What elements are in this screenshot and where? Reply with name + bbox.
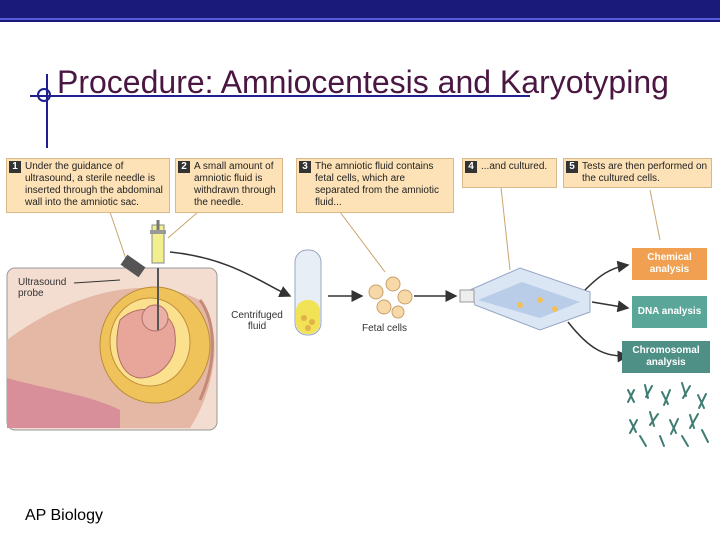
- culture-flask-icon: [459, 267, 591, 331]
- pregnant-abdomen-illustration: [6, 254, 218, 431]
- crosshair-icon: [37, 88, 51, 102]
- title-rule-vertical: [46, 74, 48, 148]
- step-1-box: 1 Under the guidance of ultrasound, a st…: [6, 158, 170, 213]
- chemical-analysis-box: Chemical analysis: [632, 248, 707, 280]
- fetal-cells-icon: [368, 276, 413, 319]
- syringe-icon: [150, 220, 166, 264]
- step-4-number: 4: [465, 161, 477, 173]
- fetal-cells-label: Fetal cells: [362, 323, 408, 334]
- step-4-text: ...and cultured.: [481, 161, 548, 172]
- chromosomal-analysis-box: Chromosomal analysis: [622, 341, 710, 373]
- step-2-box: 2 A small amount of amniotic fluid is wi…: [175, 158, 283, 213]
- step-2-text: A small amount of amniotic fluid is with…: [194, 161, 276, 208]
- step-1-text: Under the guidance of ultrasound, a ster…: [25, 161, 163, 208]
- header-bar: [0, 0, 720, 22]
- footer-course: AP Biology: [25, 507, 103, 524]
- step-3-box: 3 The amniotic fluid contains fetal cell…: [296, 158, 454, 213]
- chromosomes-icon: [627, 382, 709, 447]
- step-1-number: 1: [9, 161, 21, 173]
- test-tube-icon: [294, 249, 322, 336]
- step-5-number: 5: [566, 161, 578, 173]
- step-3-number: 3: [299, 161, 311, 173]
- step-4-box: 4 ...and cultured.: [462, 158, 557, 188]
- slide-title: Procedure: Amniocentesis and Karyotyping: [57, 64, 669, 100]
- step-5-box: 5 Tests are then performed on the cultur…: [563, 158, 712, 188]
- step-5-text: Tests are then performed on the cultured…: [582, 161, 708, 184]
- dna-analysis-box: DNA analysis: [632, 296, 707, 328]
- ultrasound-probe-label: Ultrasound probe: [18, 277, 67, 299]
- step-3-text: The amniotic fluid contains fetal cells,…: [315, 161, 439, 208]
- title-rule: [30, 95, 530, 97]
- centrifuged-fluid-label: Centrifuged fluid: [231, 310, 283, 332]
- step-2-number: 2: [178, 161, 190, 173]
